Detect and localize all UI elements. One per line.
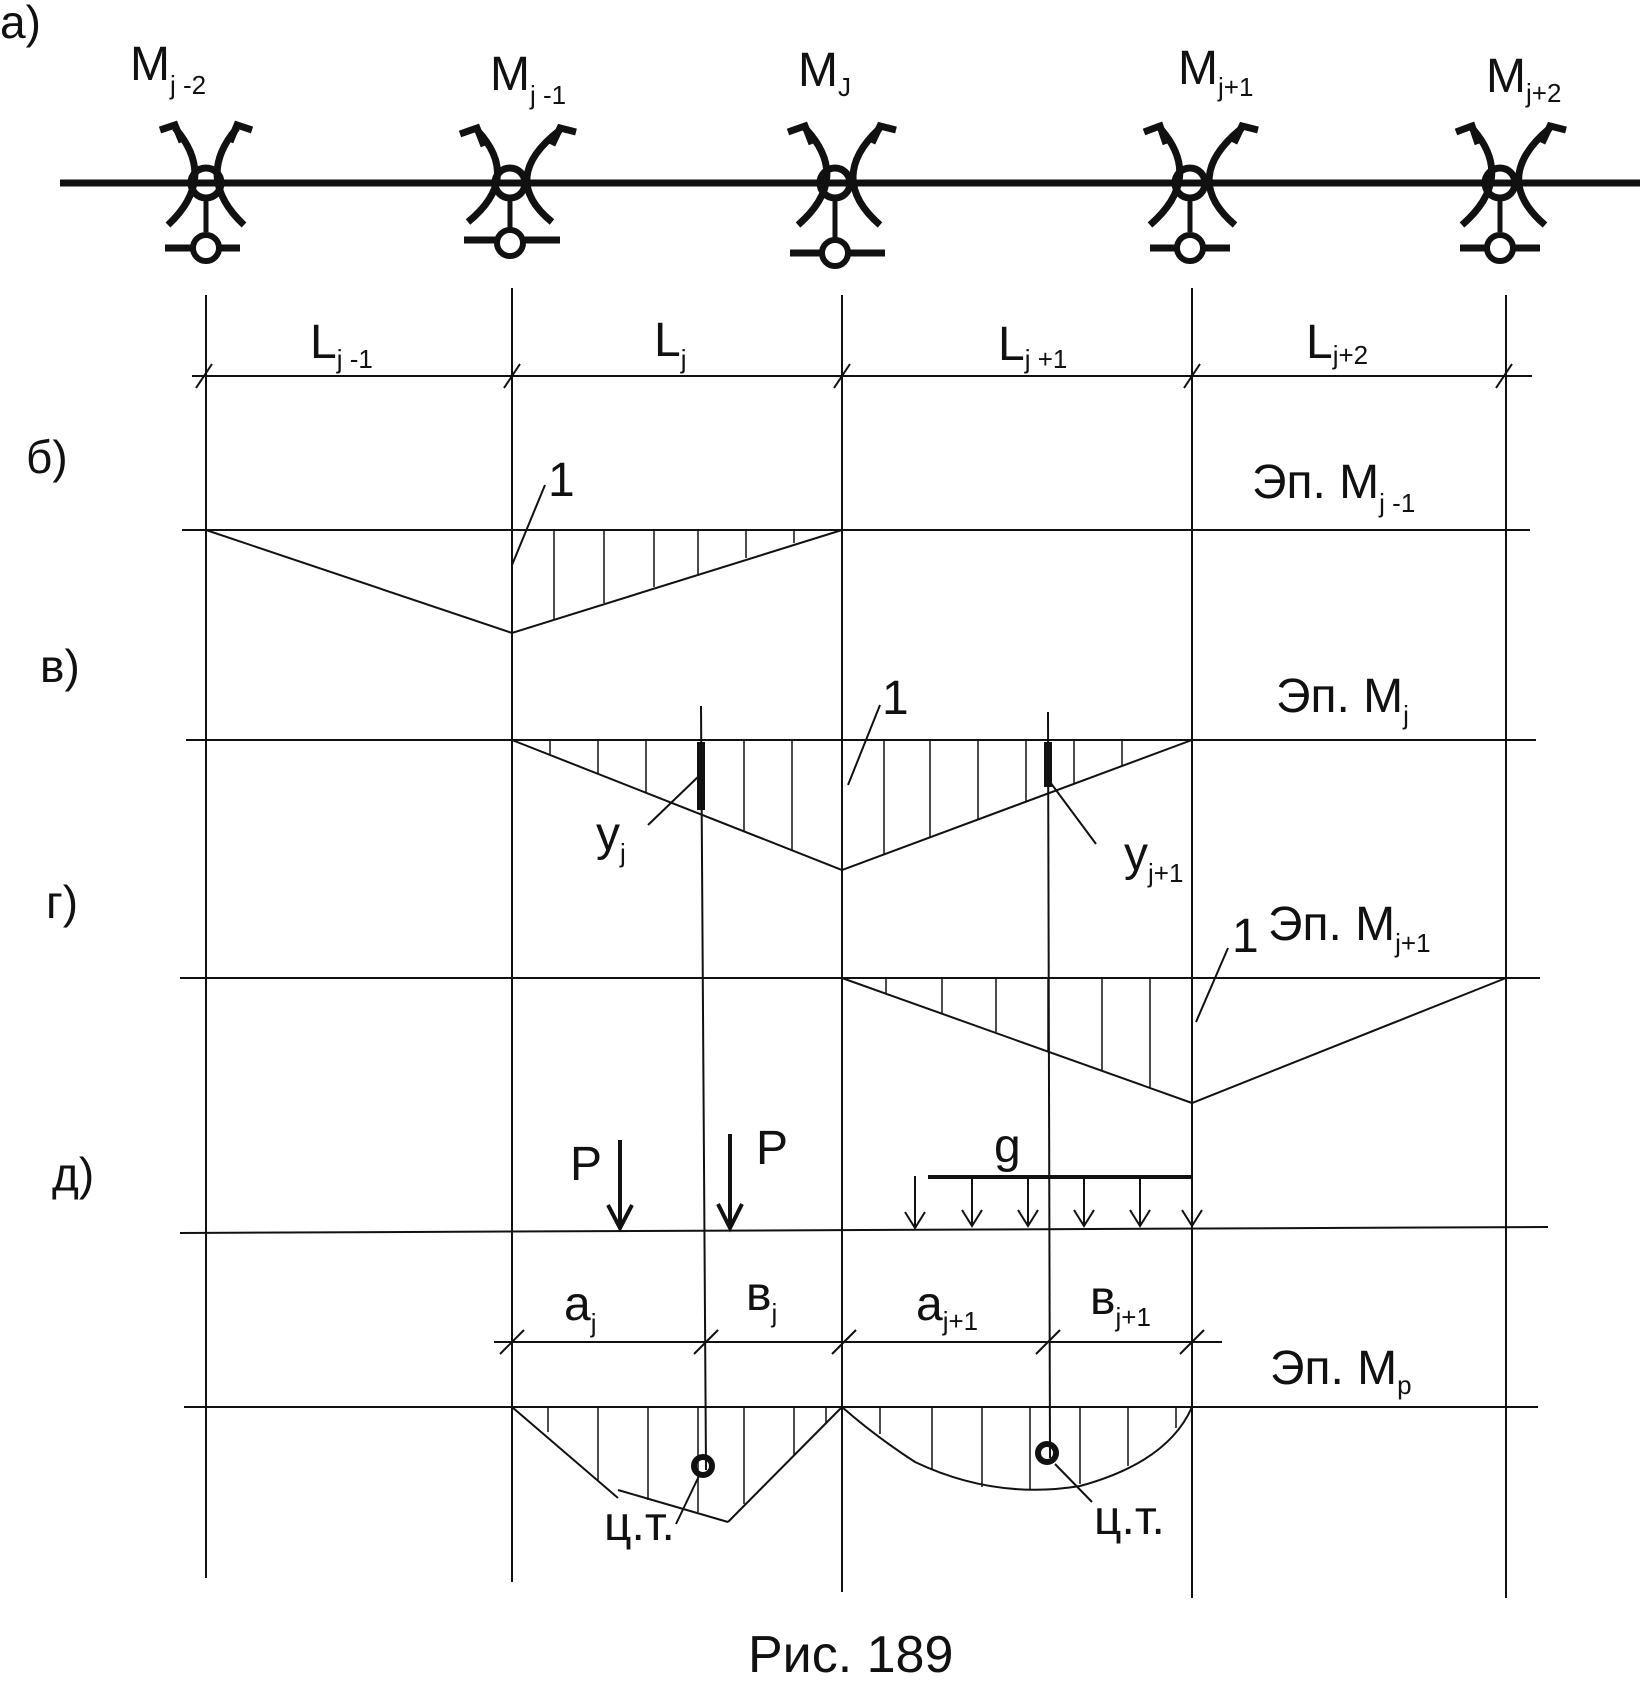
panel-label-g: г) <box>46 876 78 928</box>
moment-label-j+1: Mj+1 <box>1178 42 1253 102</box>
hatching-mp-right <box>879 1407 1177 1490</box>
unit-leader-mj+1 <box>1195 947 1229 1023</box>
moment-label-j: MJ <box>798 44 851 102</box>
segment-label-bj: вj <box>746 1268 777 1328</box>
hatching-mj-1 <box>553 530 795 619</box>
unit-mark-mj: 1 <box>882 672 909 725</box>
hatching-mj+1 <box>885 978 1151 1088</box>
unit-leader-mj <box>847 704 881 786</box>
centroid-marker-left <box>691 1454 715 1478</box>
span-label-j-1: Lj -1 <box>310 316 373 374</box>
figure-caption: Рис. 189 <box>748 1626 953 1681</box>
load-baseline <box>179 1226 1549 1234</box>
diagram-title-mj+1: Эп. Mj+1 <box>1268 898 1431 958</box>
hatching-mj <box>549 740 1123 854</box>
hatching-mp-left <box>547 1407 827 1512</box>
point-load-arrow-1 <box>606 1140 634 1233</box>
diagram-mp-right <box>841 1406 1193 1491</box>
yj+1-leader <box>1049 781 1097 845</box>
support-verticals <box>205 288 1507 1598</box>
span-label-j+2: Lj+2 <box>1306 316 1368 370</box>
panel-label-d: д) <box>52 1148 94 1200</box>
span-label-j+1: Lj +1 <box>998 318 1067 374</box>
yj-leader <box>647 774 701 826</box>
centroid-marker-right <box>1035 1441 1059 1465</box>
centroid-label-right: ц.т. <box>1094 1492 1165 1545</box>
point-load-arrow-2 <box>716 1134 744 1233</box>
diagram-mj-1 <box>205 529 843 635</box>
centroid-leader-right <box>1054 1463 1093 1503</box>
point-load-label-1: P <box>570 1138 602 1191</box>
support-j+2 <box>1454 121 1567 264</box>
ordinate-label-yj+1: yj+1 <box>1124 828 1183 888</box>
span-label-j: Lj <box>654 314 686 374</box>
ordinate-label-yj: yj <box>596 808 626 868</box>
segment-label-aj+1: aj+1 <box>916 1278 978 1336</box>
diagram-title-mj: Эп. Mj <box>1276 670 1409 730</box>
panel-label-v: в) <box>40 640 80 692</box>
diagram-title-mj-1: Эп. Mj -1 <box>1252 456 1415 518</box>
support-j+1 <box>1142 121 1259 264</box>
centroid-label-left: ц.т. <box>604 1498 675 1551</box>
distributed-load-label: g <box>994 1120 1021 1173</box>
unit-leader-mj-1 <box>511 484 546 566</box>
unit-mark-mj+1: 1 <box>1232 910 1259 963</box>
centroid-leader-left <box>675 1475 700 1525</box>
moment-label-j+2: Mj+2 <box>1486 50 1561 108</box>
support-j-1 <box>458 123 577 259</box>
panel-label-b: б) <box>26 431 68 483</box>
diagram-mj <box>511 739 1193 872</box>
point-load-label-2: P <box>756 1122 788 1175</box>
distributed-load <box>904 1175 1203 1230</box>
projection-line-j+1 <box>1047 711 1051 1459</box>
segment-dimension-line <box>494 1329 1222 1355</box>
diagram-mj+1 <box>841 977 1507 1105</box>
panel-label-a: а) <box>0 0 41 48</box>
moment-label-j-2: Mj -2 <box>130 38 206 100</box>
segment-label-bj+1: вj+1 <box>1090 1272 1151 1332</box>
support-j-2 <box>158 120 254 264</box>
moment-label-j-1: Mj -1 <box>490 48 566 110</box>
diagram-title-mp: Эп. Mp <box>1270 1342 1412 1400</box>
support-j <box>786 121 897 269</box>
unit-mark-mj-1: 1 <box>548 454 575 507</box>
segment-label-aj: aj <box>564 1278 596 1338</box>
projection-line-j <box>700 705 707 1471</box>
diagram-mp-left <box>511 1406 843 1523</box>
span-dimension-line <box>192 363 1532 389</box>
